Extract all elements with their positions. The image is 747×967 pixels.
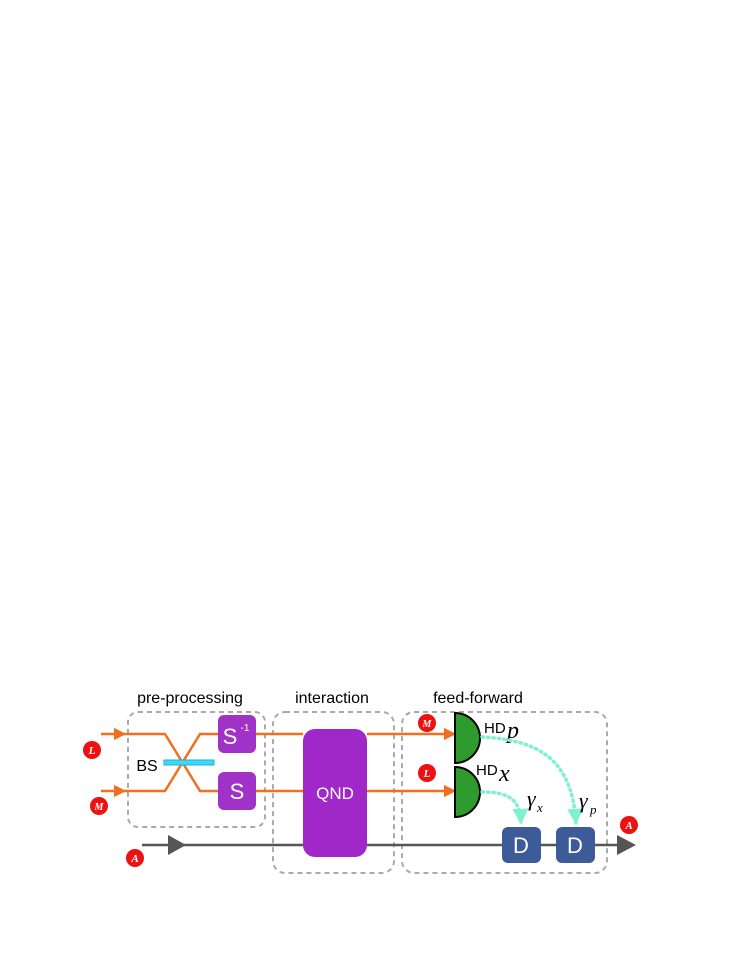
- interaction-title: interaction: [295, 690, 369, 707]
- hd-p-label-prefix: HD: [484, 720, 506, 737]
- homodyne-detector-p: [454, 711, 481, 765]
- qnd-block: [303, 729, 367, 857]
- gamma-p-subscript: p: [589, 802, 597, 817]
- badge-input-bottom: M: [90, 797, 108, 815]
- badge-input-top: L: [83, 741, 101, 759]
- svg-text:A: A: [624, 820, 632, 832]
- preprocessing-title: pre-processing: [137, 690, 243, 707]
- displacement-p-block: [556, 827, 595, 863]
- interaction-box: [272, 711, 395, 874]
- inverse-squeezer-label: S: [223, 724, 238, 749]
- inverse-squeezer-exponent: -1: [241, 723, 250, 734]
- ancilla-end-arrowhead: [617, 835, 636, 855]
- hd-p-label-var: p: [505, 718, 519, 744]
- gamma-x-symbol: γ: [527, 786, 537, 811]
- displacement-x-label: D: [513, 833, 529, 858]
- qnd-label: QND: [316, 784, 354, 803]
- inverse-squeezer: [218, 715, 256, 753]
- feedforward-arrow-x: [480, 790, 529, 825]
- preprocessing-box: [127, 711, 266, 828]
- beam-splitter: [163, 759, 215, 766]
- feedforward-arrow-p: [480, 735, 583, 825]
- svg-text:M: M: [94, 802, 105, 813]
- beam-splitter-label: BS: [136, 758, 157, 775]
- svg-text:M: M: [422, 719, 433, 730]
- badge-hd-bottom: L: [418, 764, 436, 782]
- displacement-p-label: D: [567, 833, 583, 858]
- displacement-x-block: [502, 827, 541, 863]
- feedforward-box: [401, 711, 608, 874]
- gamma-p-symbol: γ: [579, 788, 589, 813]
- badge-hd-top: M: [418, 714, 436, 732]
- squeezer-label: S: [230, 779, 245, 804]
- badge-ancilla-out: A: [620, 816, 638, 834]
- gamma-x-subscript: x: [536, 800, 543, 815]
- feedforward-title: feed-forward: [433, 690, 523, 707]
- svg-text:A: A: [130, 853, 138, 865]
- hd-x-label-prefix: HD: [476, 762, 498, 779]
- squeezer: [218, 772, 256, 810]
- homodyne-detector-x: [454, 765, 481, 819]
- badge-ancilla-in: A: [126, 849, 144, 867]
- svg-text:L: L: [88, 745, 96, 757]
- svg-text:L: L: [423, 768, 431, 780]
- hd-x-label-var: x: [498, 761, 510, 787]
- ancilla-mid-arrowhead: [168, 835, 186, 855]
